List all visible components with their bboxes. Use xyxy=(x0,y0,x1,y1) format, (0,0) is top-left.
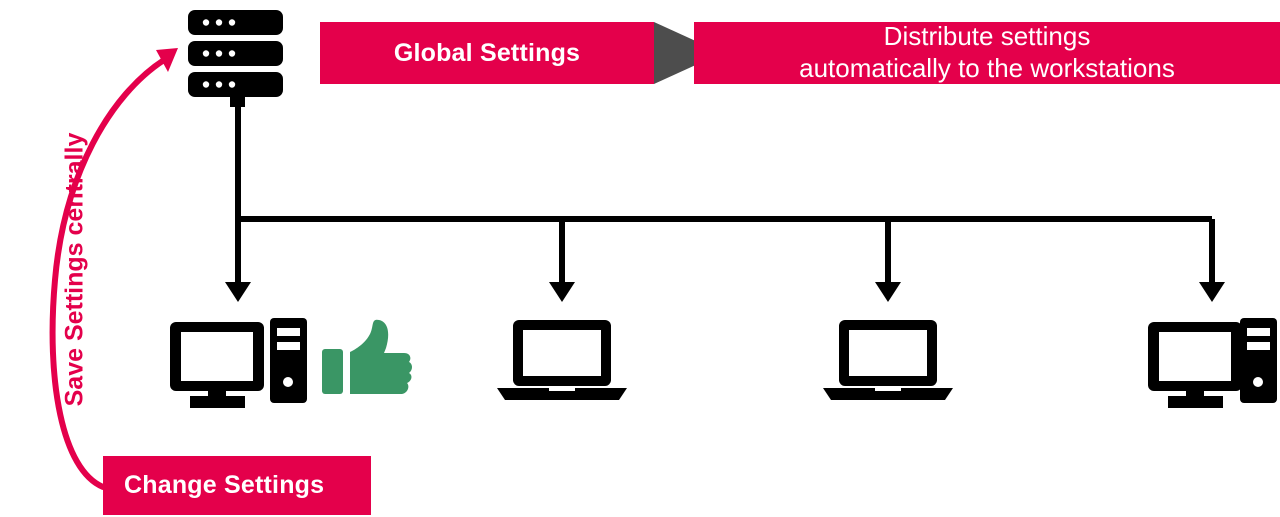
desktop-computer-icon-2 xyxy=(1148,318,1277,408)
distribution-wires xyxy=(235,107,1215,286)
change-settings-label: Change Settings xyxy=(124,471,325,499)
laptop-icon-2 xyxy=(823,320,953,400)
distribute-settings-banner: Distribute settings automatically to the… xyxy=(694,21,1280,84)
curved-arrow-up-icon xyxy=(49,48,178,490)
save-settings-centrally-label: Save Settings centrally xyxy=(60,132,89,407)
change-settings-banner: Change Settings xyxy=(103,456,371,515)
arrow-down-icon-group xyxy=(225,282,1225,302)
thumbs-up-icon xyxy=(322,319,412,394)
server-rack-icon xyxy=(188,10,283,107)
global-settings-label: Global Settings xyxy=(393,38,581,67)
global-settings-banner: Global Settings xyxy=(320,22,654,84)
distribute-settings-label: Distribute settings automatically to the… xyxy=(799,21,1175,83)
desktop-computer-icon-1 xyxy=(170,318,307,408)
laptop-icon-1 xyxy=(497,320,627,400)
